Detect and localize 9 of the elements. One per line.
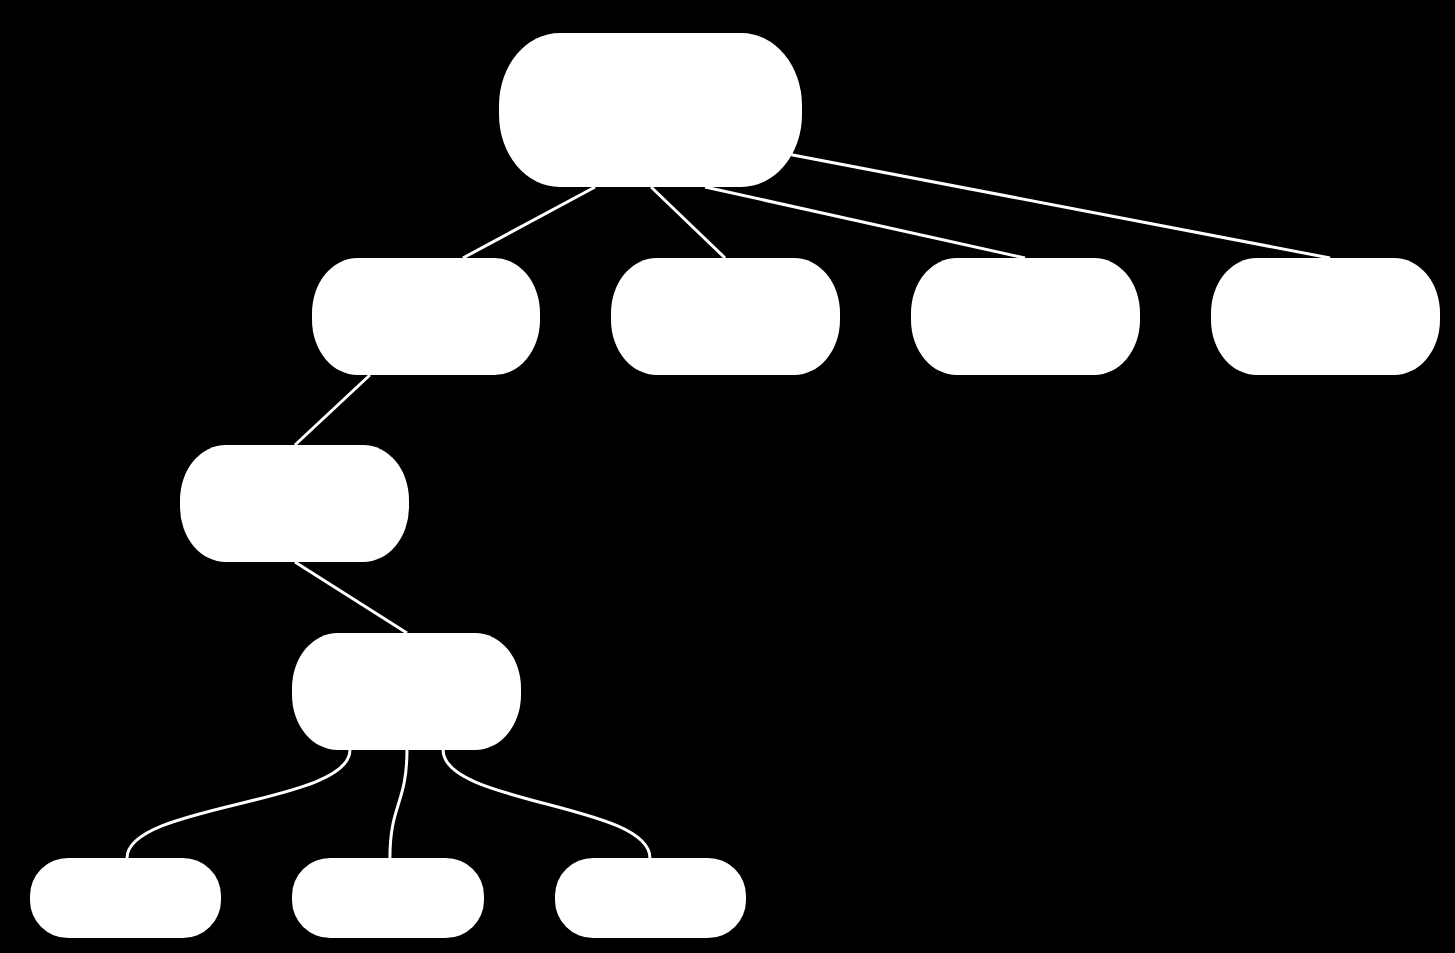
connector-line: [462, 185, 596, 260]
connector-line: [791, 153, 1331, 260]
connector-line: [294, 560, 408, 635]
connector-line: [650, 185, 727, 260]
connector-line: [704, 185, 1026, 260]
connector-line: [441, 749, 652, 859]
connector-line: [388, 749, 409, 859]
connector-line: [293, 373, 371, 447]
connector-line: [125, 749, 352, 859]
